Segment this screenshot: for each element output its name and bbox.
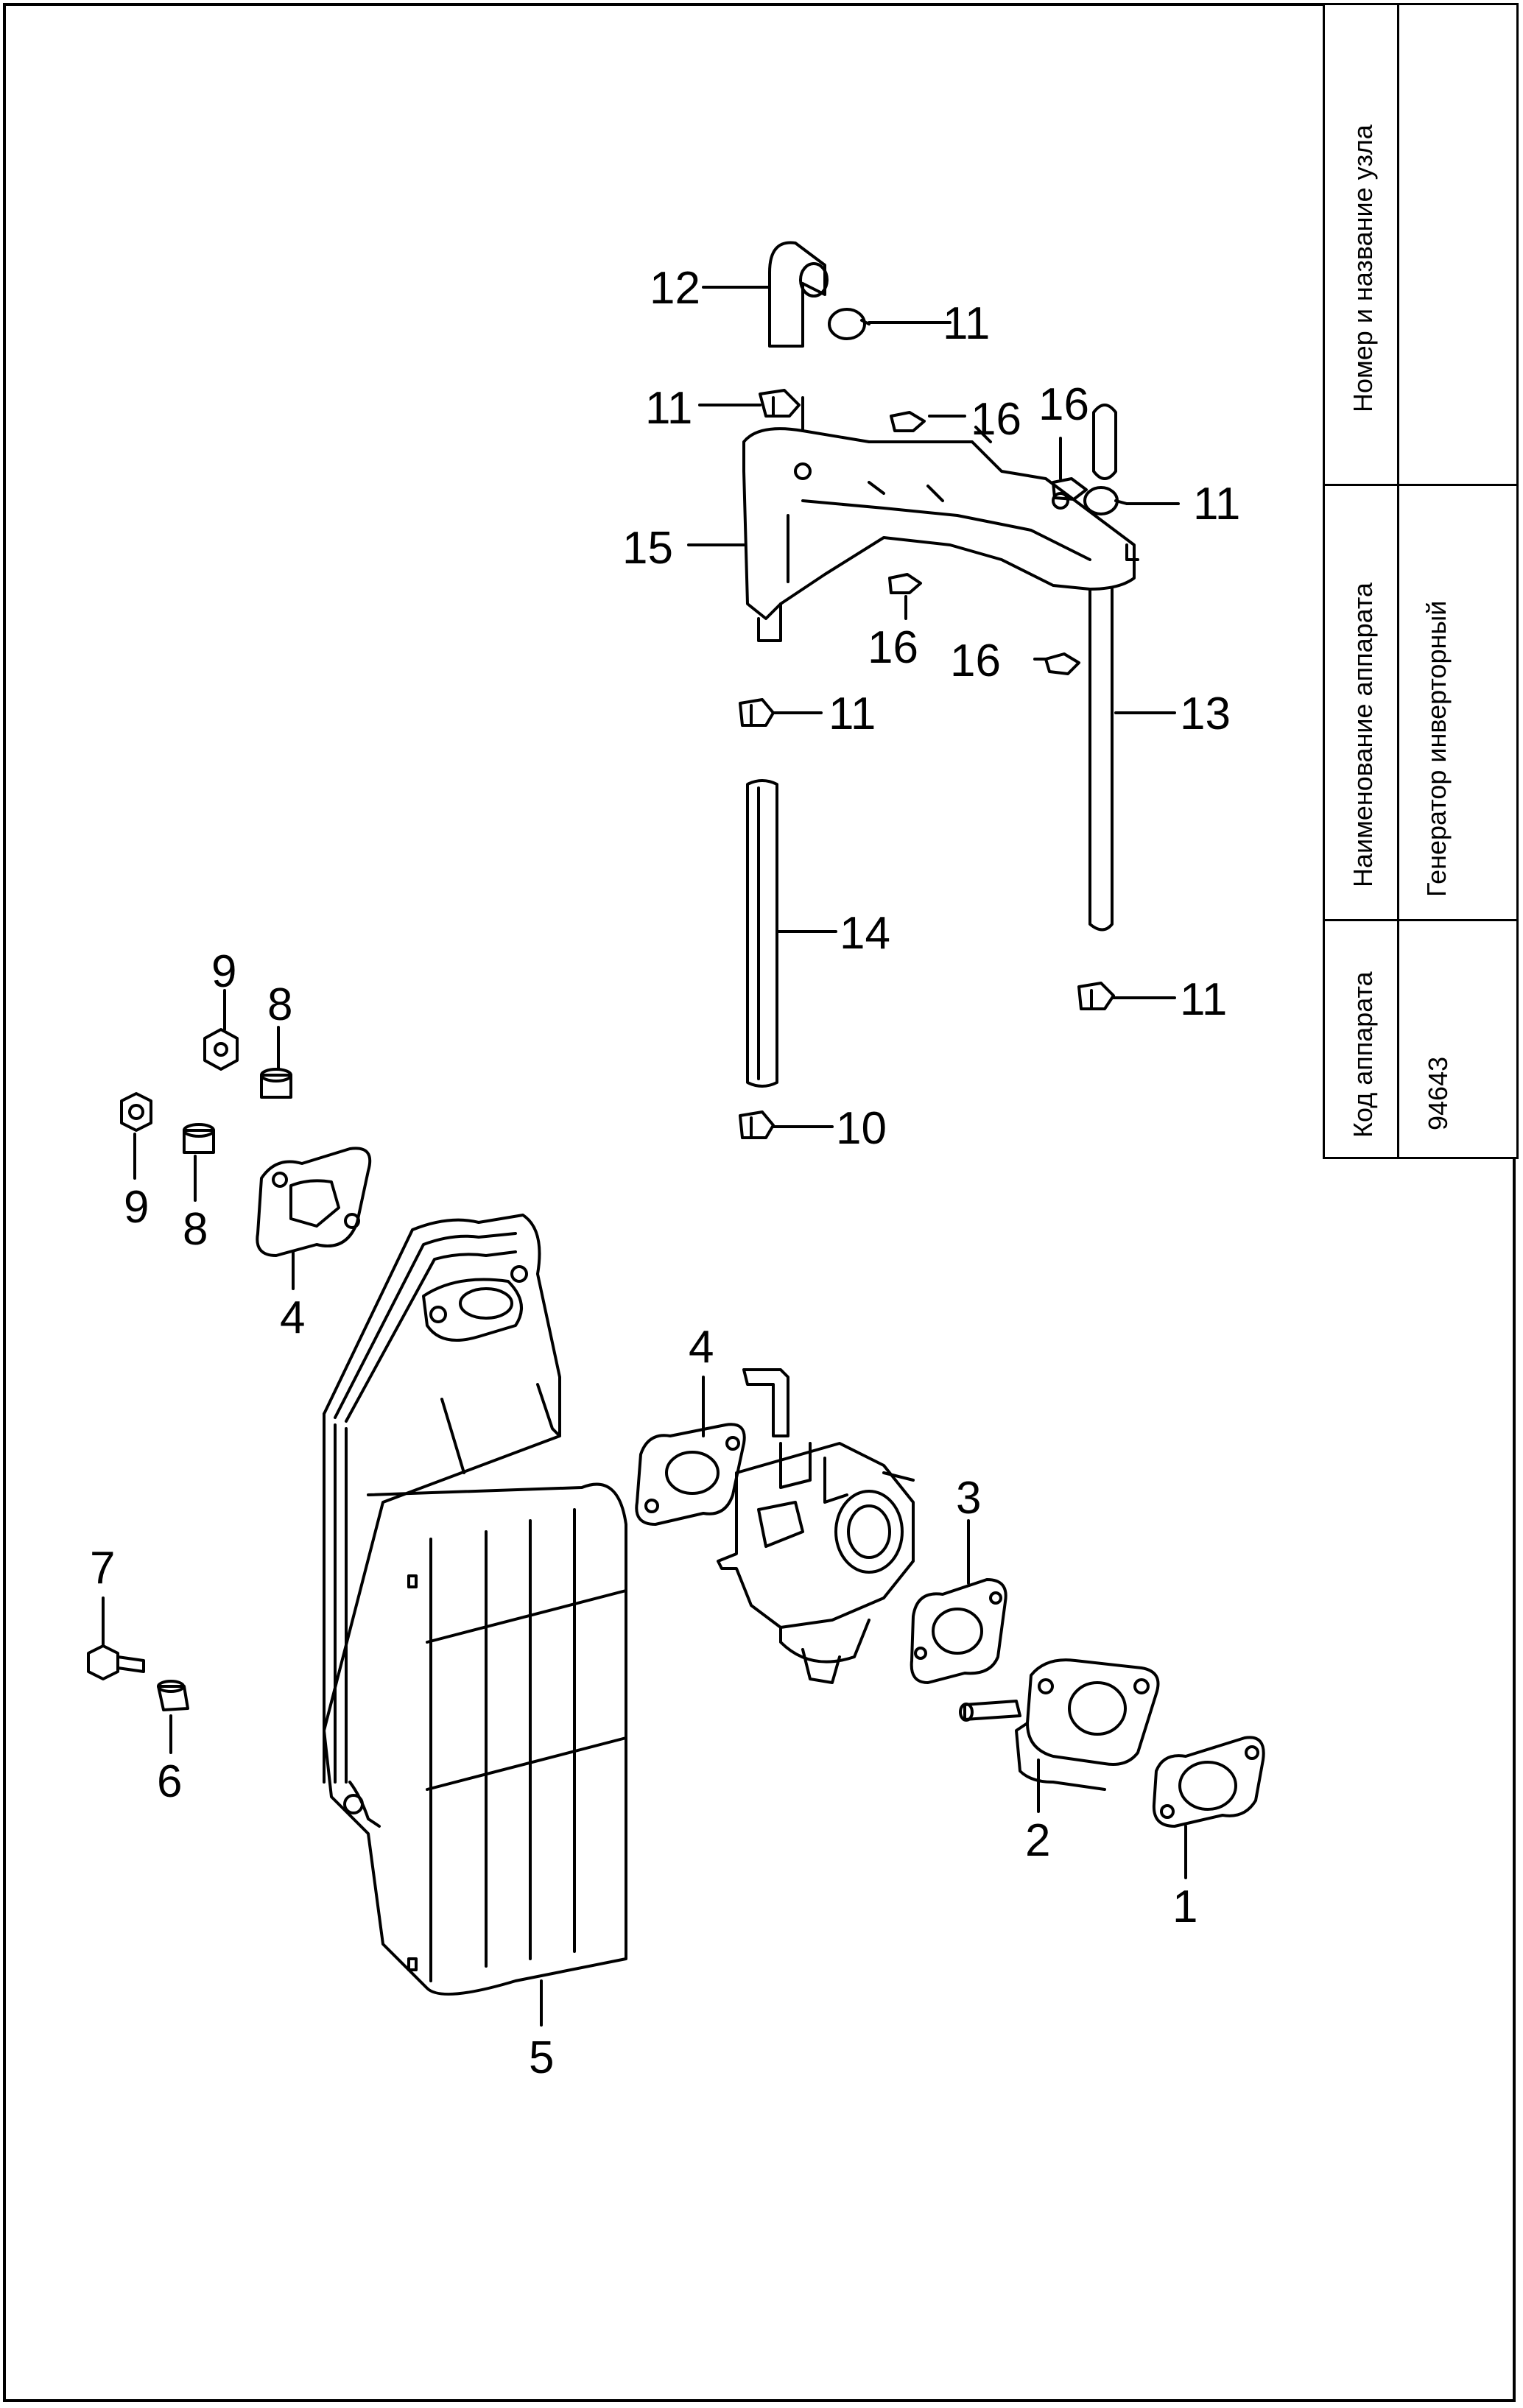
part-3-gasket <box>910 1578 1007 1684</box>
callout-5: 5 <box>529 2032 554 2083</box>
part-13-breather-pipe <box>1088 404 1117 932</box>
part-15-intake-manifold <box>742 396 1139 642</box>
callout-10: 10 <box>836 1103 887 1154</box>
callout-11-right-pipe: 11 <box>1193 479 1240 529</box>
callout-16-c: 16 <box>868 622 918 673</box>
part-4-gasket-carb <box>635 1423 746 1526</box>
part-14-fuel-tube <box>746 779 778 1088</box>
callout-9-upper: 9 <box>211 946 236 997</box>
part-11-hose-clamp-left-top <box>759 389 801 418</box>
title-block-cell-name-value <box>1397 484 1519 921</box>
callout-13: 13 <box>1180 689 1231 739</box>
callout-1: 1 <box>1172 1881 1197 1932</box>
part-5-air-cleaner-housing <box>323 1214 627 1996</box>
part-10-hose-clamp <box>739 1110 775 1139</box>
title-block-cell-node-header <box>1323 3 1399 486</box>
callout-11-top-left: 11 <box>645 383 692 434</box>
callout-7: 7 <box>90 1543 115 1594</box>
carburetor <box>717 1368 915 1684</box>
part-8-bushing-lower <box>183 1123 215 1154</box>
callout-8-upper: 8 <box>267 979 292 1030</box>
part-7-bolt <box>87 1644 145 1680</box>
part-11-hose-clamp-right-bottom <box>1077 982 1115 1010</box>
callout-2: 2 <box>1025 1815 1050 1866</box>
part-16-nut-c <box>888 573 922 594</box>
part-16-nut-d <box>1044 652 1080 675</box>
part-11-hose-clamp-right-top <box>1083 486 1128 515</box>
drawing-frame <box>3 3 1516 2402</box>
callout-14: 14 <box>840 908 890 959</box>
part-12-elbow-hose <box>768 241 829 348</box>
callout-3: 3 <box>956 1473 981 1524</box>
callout-15: 15 <box>622 523 673 574</box>
part-16-nut-a <box>890 411 926 432</box>
part-11-hose-clamp-top <box>828 308 870 340</box>
part-9-nut-upper <box>203 1028 239 1071</box>
part-6-sleeve <box>157 1680 189 1711</box>
callout-11-top-right: 11 <box>943 298 990 349</box>
callout-9-lower: 9 <box>124 1182 149 1233</box>
callout-16-d: 16 <box>950 636 1001 686</box>
leader-lines <box>102 286 1187 2027</box>
callout-16-b: 16 <box>1038 379 1089 430</box>
callout-11-mid: 11 <box>829 689 876 739</box>
part-1-gasket <box>1152 1736 1265 1828</box>
part-9-nut-lower <box>120 1092 152 1132</box>
callout-16-a: 16 <box>971 394 1021 445</box>
callout-4-carb: 4 <box>689 1322 714 1373</box>
callout-8-lower: 8 <box>183 1204 208 1255</box>
callout-11-bottom-right: 11 <box>1180 974 1227 1025</box>
title-block-cell-code-value <box>1397 919 1519 1159</box>
callout-4-left: 4 <box>280 1292 305 1343</box>
part-8-bushing-upper <box>260 1068 292 1099</box>
title-block-cell-name-header <box>1323 484 1399 921</box>
callout-12: 12 <box>650 263 700 314</box>
part-16-nut-b <box>1052 477 1088 501</box>
part-2-insulator <box>959 1658 1160 1791</box>
callout-6: 6 <box>157 1756 182 1807</box>
part-4-gasket-upper <box>256 1147 372 1257</box>
callout-labels: 12 11 11 16 16 11 15 16 16 11 13 14 11 1… <box>90 263 1240 2083</box>
part-11-hose-clamp-mid <box>739 698 775 727</box>
